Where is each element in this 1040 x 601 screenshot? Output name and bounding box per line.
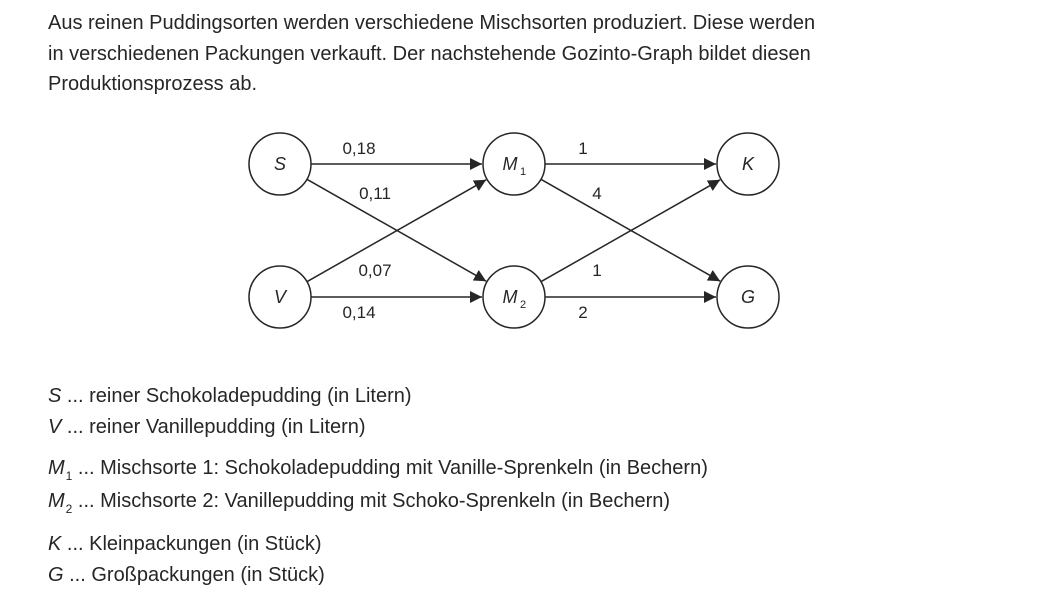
edge-weight-label: 0,11 <box>359 184 391 203</box>
edge-weight-label: 2 <box>578 303 587 322</box>
node-circle <box>482 132 546 196</box>
edge-weight-label: 0,07 <box>358 261 391 280</box>
legend-text: ... Großpackungen (in Stück) <box>63 564 325 586</box>
legend-text: ... Kleinpackungen (in Stück) <box>61 533 322 555</box>
edge-v-m1 <box>306 179 487 283</box>
legend-symbol: K <box>48 533 62 555</box>
legend-symbol: M <box>48 490 65 512</box>
edge-weight-label: 0,18 <box>342 139 375 158</box>
node-label: V <box>274 287 288 307</box>
legend-group-packages: K ... Kleinpackungen (in Stück) G ... Gr… <box>48 529 1008 591</box>
legend-item-m2: M2 ... Mischsorte 2: Vanillepudding mit … <box>48 486 1008 519</box>
legend-subscript: 2 <box>65 502 73 516</box>
intro-line: Aus reinen Puddingsorten werden verschie… <box>48 12 816 34</box>
node-circle <box>248 265 312 329</box>
node-s: S <box>248 132 312 196</box>
edge-weight-label: 1 <box>578 139 587 158</box>
intro-paragraph: Aus reinen Puddingsorten werden verschie… <box>48 8 1008 100</box>
legend-text: ... Mischsorte 1: Schokoladepudding mit … <box>72 457 708 479</box>
legend: S ... reiner Schokoladepudding (in Liter… <box>48 381 1008 601</box>
node-subscript: 2 <box>520 299 526 311</box>
legend-item-g: G ... Großpackungen (in Stück) <box>48 560 1008 591</box>
legend-item-v: V ... reiner Vanillepudding (in Litern) <box>48 412 1008 443</box>
legend-item-k: K ... Kleinpackungen (in Stück) <box>48 529 1008 560</box>
edge-m2-k <box>540 179 721 283</box>
node-label: S <box>274 154 286 174</box>
node-label: M <box>503 287 518 307</box>
node-label: M <box>503 154 518 174</box>
legend-text: ... reiner Schokoladepudding (in Litern) <box>61 385 412 407</box>
legend-group-raw: S ... reiner Schokoladepudding (in Liter… <box>48 381 1008 443</box>
edge-weight-label: 1 <box>592 261 601 280</box>
legend-item-m1: M1 ... Mischsorte 1: Schokoladepudding m… <box>48 453 1008 486</box>
edge-weight-label: 4 <box>592 184 601 203</box>
node-g: G <box>716 265 780 329</box>
legend-group-mix: M1 ... Mischsorte 1: Schokoladepudding m… <box>48 453 1008 519</box>
node-label: G <box>741 287 755 307</box>
edge-weight-label: 0,14 <box>342 303 375 322</box>
legend-symbol: M <box>48 457 65 479</box>
legend-symbol: S <box>48 385 62 407</box>
intro-line: in verschiedenen Packungen verkauft. Der… <box>48 42 811 65</box>
legend-symbol: V <box>48 416 62 438</box>
legend-item-s: S ... reiner Schokoladepudding (in Liter… <box>48 381 1008 412</box>
node-circle <box>482 265 546 329</box>
legend-symbol: G <box>48 564 64 586</box>
node-subscript: 1 <box>520 166 526 178</box>
node-circle <box>716 132 780 196</box>
intro-line: Produktionsprozess ab. <box>48 73 258 95</box>
legend-subscript: 1 <box>65 469 73 483</box>
node-label: K <box>742 154 755 174</box>
node-v: V <box>248 265 312 329</box>
node-circle <box>716 265 780 329</box>
node-circle <box>248 132 312 196</box>
legend-text: ... reiner Vanillepudding (in Litern) <box>61 416 366 438</box>
legend-text: ... Mischsorte 2: Vanillepudding mit Sch… <box>72 490 671 512</box>
node-k: K <box>716 132 780 196</box>
